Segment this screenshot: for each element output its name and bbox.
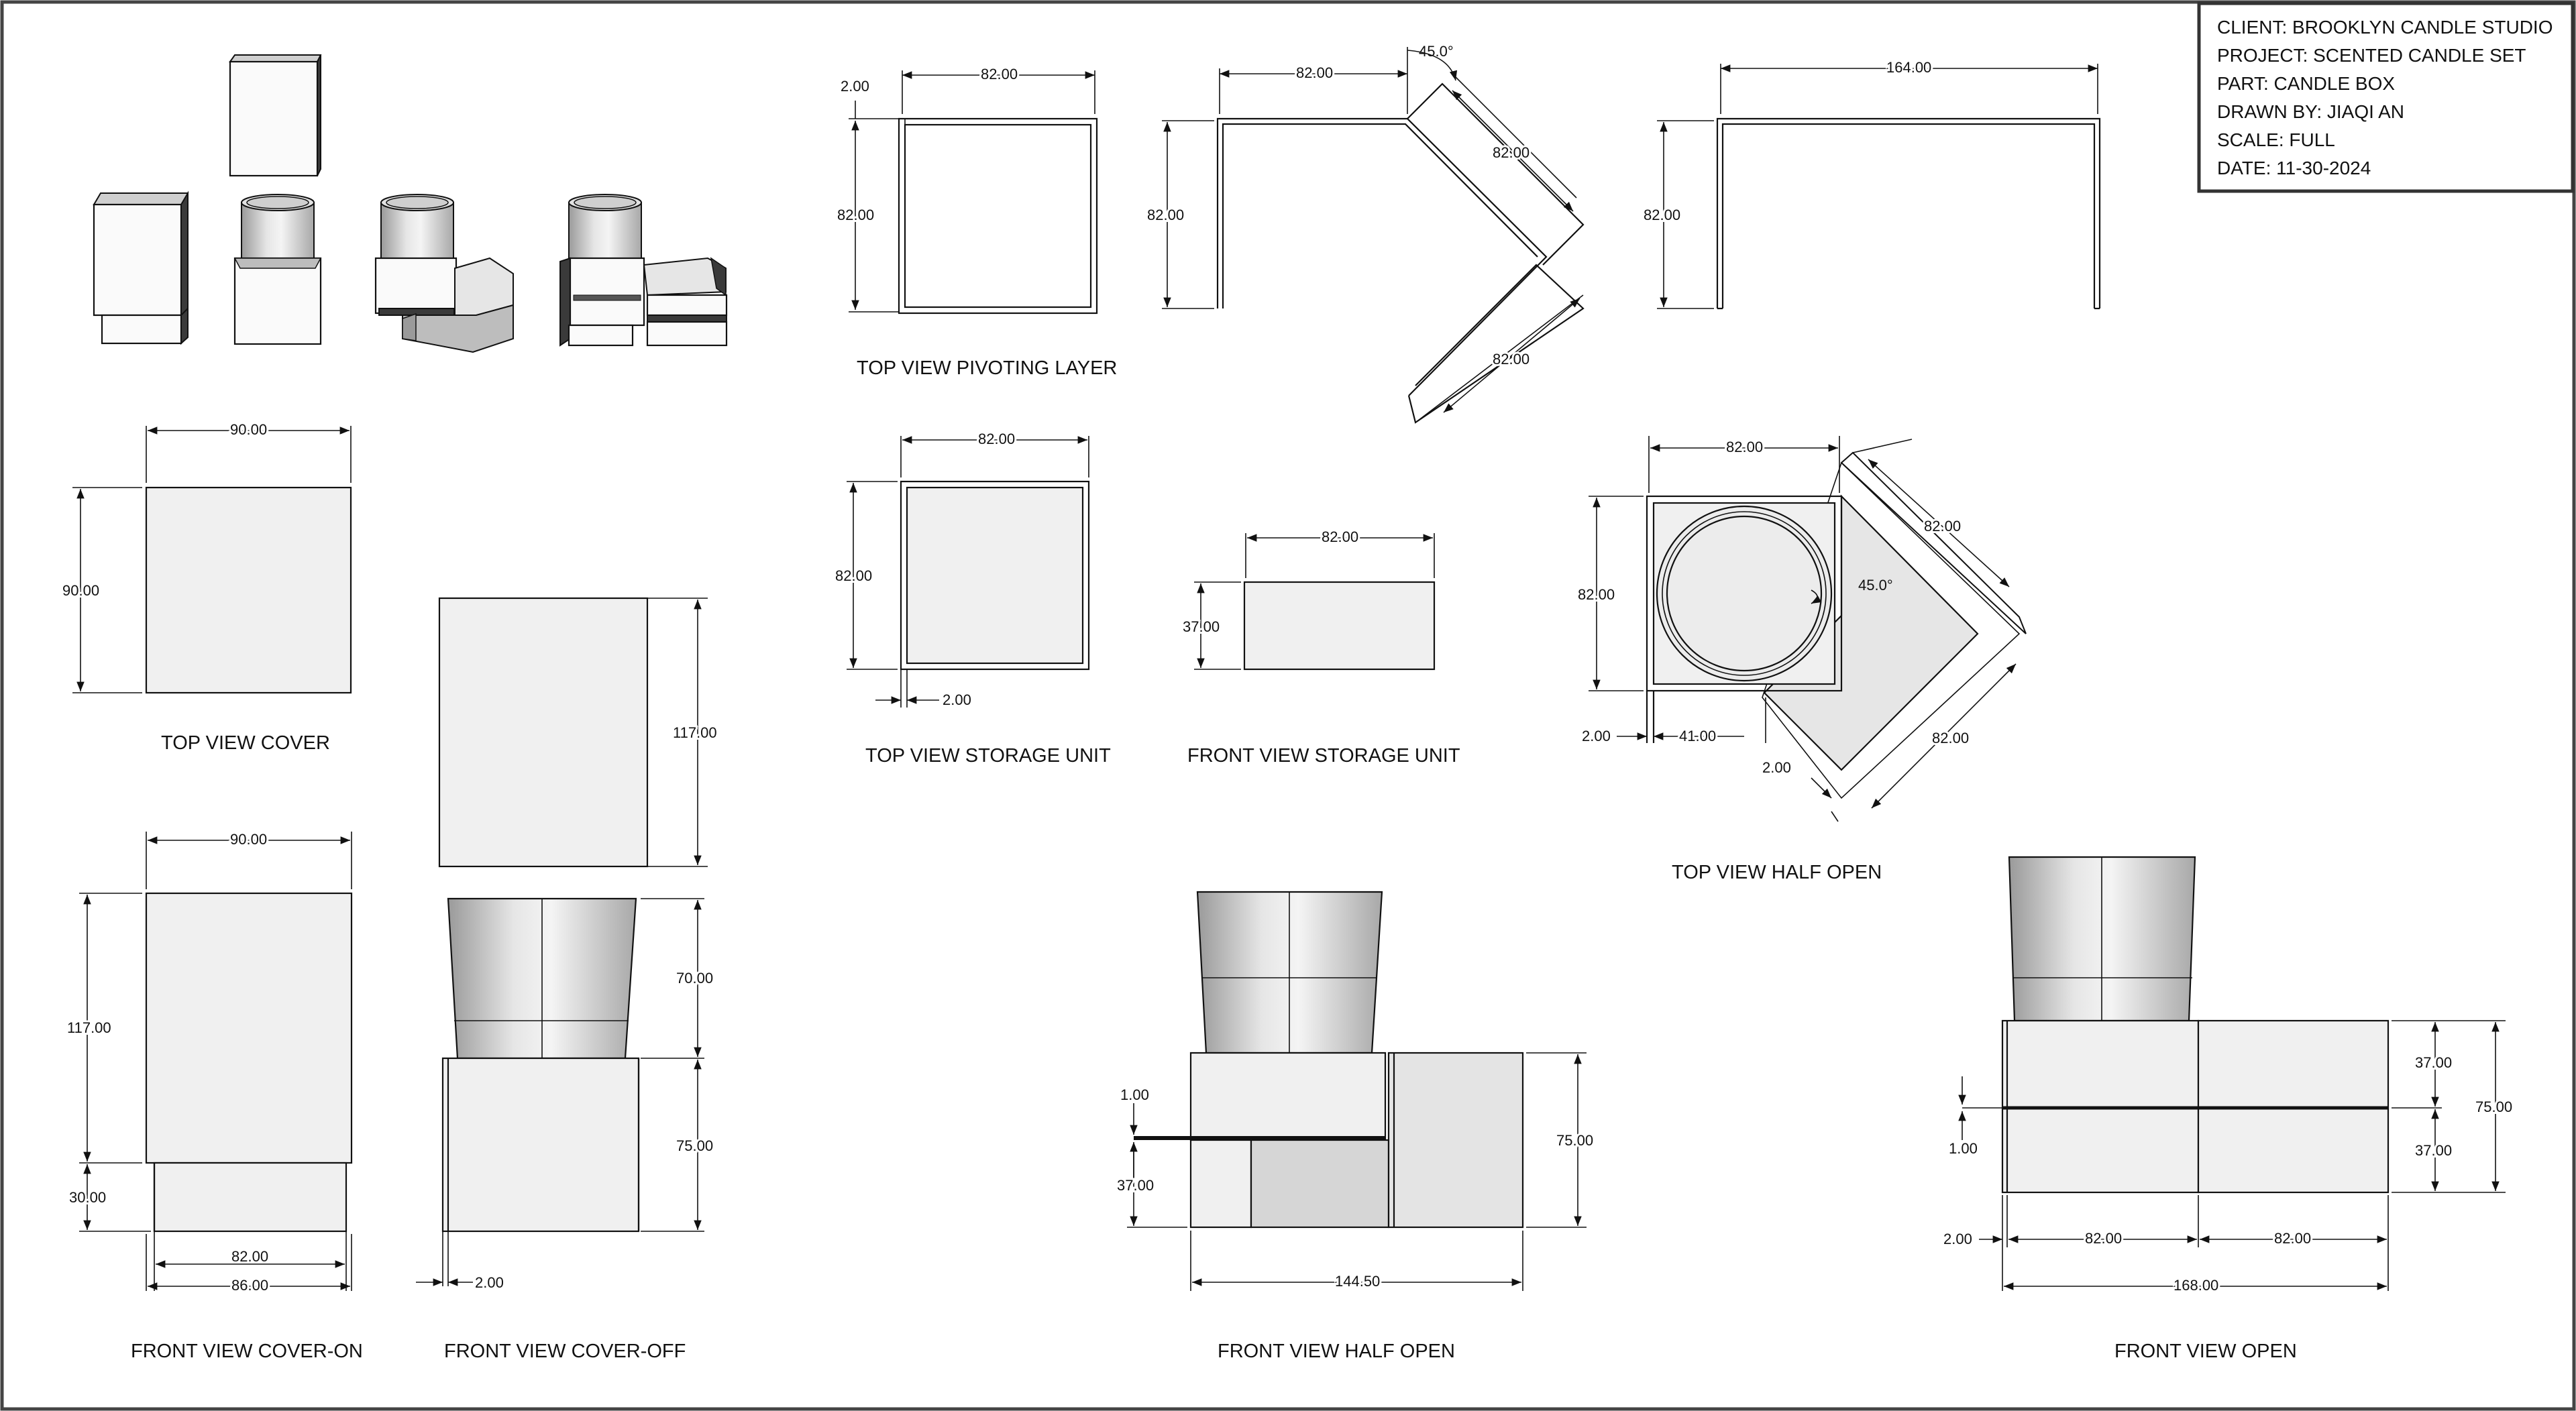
pivot-rotating-width-dim: 82.00: [1296, 64, 1333, 81]
front-view-cover-off: 2.00 70.00 75.00 FRONT VIEW COVER-OFF: [416, 897, 715, 1362]
top-view-half-open: 45.0° 82.00 82.00 82.00 82.00 2.00 41.00…: [1576, 436, 2027, 883]
open-height-dim: 75.00: [2475, 1098, 2512, 1115]
storage-top-thickness-dim: 2.00: [943, 691, 971, 708]
pivot-rotating-angle-dim: 45.0°: [1419, 43, 1454, 60]
front-view-open: 1.00 37.00 37.00 75.00 2.00 82.00 82.00 …: [1943, 856, 2514, 1362]
open-lower-dim: 37.00: [2415, 1142, 2452, 1159]
perspective-views: [93, 54, 728, 353]
half-top-diag-1-dim: 82.00: [1924, 518, 1961, 534]
title-drawn-by: DRAWN BY: JIAQI AN: [2217, 101, 2404, 122]
title-date: DATE: 11-30-2024: [2217, 158, 2371, 178]
half-top-diag-2-dim: 82.00: [1932, 730, 1969, 746]
perspective-assembled: [93, 190, 189, 345]
half-open-width-dim: 144.50: [1335, 1273, 1380, 1290]
cover-on-height-dim: 117.00: [67, 1019, 111, 1036]
half-top-thickness-2-dim: 2.00: [1762, 759, 1791, 776]
cover-on-width-dim: 90.00: [230, 831, 267, 848]
half-open-height-dim: 75.00: [1556, 1132, 1593, 1149]
pivot-rotating-diag-1-dim: 82.00: [1493, 144, 1529, 161]
top-view-cover: 90.00 90.00 TOP VIEW COVER: [60, 419, 352, 754]
perspective-open: [559, 194, 728, 347]
title-part: PART: CANDLE BOX: [2217, 73, 2395, 94]
title-block: CLIENT: BROOKLYN CANDLE STUDIO PROJECT: …: [2197, 1, 2575, 193]
cover-top-width-dim: 90.00: [230, 421, 267, 438]
pivot-square-height-dim: 82.00: [837, 207, 874, 223]
pivot-square: 82.00 2.00 82.00: [835, 64, 1098, 315]
side-view-cover: 117.00: [438, 597, 719, 868]
storage-front-height-dim: 37.00: [1183, 618, 1220, 635]
caption-front-view-cover-on: FRONT VIEW COVER-ON: [131, 1341, 363, 1362]
pivot-rotating: 82.00 82.00 45.0° 82.00 82.00: [1145, 43, 1585, 424]
front-view-cover-on: 90.00 117.00 30.00 82.00 86.00 FRONT VIE…: [65, 829, 363, 1362]
top-view-storage-unit: 82.00 82.00 2.00 TOP VIEW STORAGE UNIT: [833, 429, 1111, 767]
open-width-dim: 168.00: [2174, 1277, 2218, 1294]
front-view-storage-unit: 82.00 37.00 FRONT VIEW STORAGE UNIT: [1181, 526, 1460, 767]
pivot-open-width-dim: 164.00: [1886, 59, 1931, 76]
front-view-half-open: 1.00 37.00 75.00 144.50 FRONT VIEW HALF …: [1115, 891, 1595, 1362]
half-top-width-dim: 82.00: [1726, 439, 1763, 455]
open-thickness-dim: 1.00: [1949, 1140, 1978, 1157]
pivot-open-height-dim: 82.00: [1644, 207, 1680, 223]
cover-off-candle-dim: 70.00: [676, 970, 713, 986]
half-top-angle-dim: 45.0°: [1858, 577, 1893, 594]
cover-on-base-dim: 30.00: [69, 1189, 106, 1206]
caption-front-view-cover-off: FRONT VIEW COVER-OFF: [444, 1341, 686, 1362]
pivot-open: 164.00 82.00: [1642, 57, 2101, 310]
caption-front-view-storage-unit: FRONT VIEW STORAGE UNIT: [1187, 745, 1460, 767]
open-upper-dim: 37.00: [2415, 1054, 2452, 1071]
caption-front-view-half-open: FRONT VIEW HALF OPEN: [1218, 1341, 1455, 1362]
half-open-layer-dim: 37.00: [1117, 1177, 1154, 1194]
cover-off-box-dim: 75.00: [676, 1137, 713, 1154]
cover-on-inner-dim: 82.00: [231, 1248, 268, 1265]
half-top-height-dim: 82.00: [1578, 586, 1615, 603]
caption-top-view-storage-unit: TOP VIEW STORAGE UNIT: [865, 745, 1111, 767]
perspective-cover-removed: [229, 54, 322, 177]
storage-top-height-dim: 82.00: [835, 567, 872, 584]
cover-off-thickness-dim: 2.00: [475, 1274, 504, 1291]
top-view-pivoting-layer: 82.00 2.00 82.00 82.00 82.00 45.0°: [835, 43, 2101, 424]
pivot-rotating-height-dim: 82.00: [1147, 207, 1184, 223]
perspective-candle-in-box: [233, 194, 322, 345]
caption-top-view-cover: TOP VIEW COVER: [161, 732, 330, 754]
half-top-thickness-1-dim: 2.00: [1582, 728, 1611, 744]
pivot-square-thickness-dim: 2.00: [841, 78, 869, 95]
cover-on-outer-dim: 86.00: [231, 1277, 268, 1294]
open-left-width-dim: 82.00: [2085, 1230, 2122, 1247]
caption-top-view-pivoting-layer: TOP VIEW PIVOTING LAYER: [857, 357, 1117, 379]
title-block-frame: [2197, 1, 2575, 193]
open-right-width-dim: 82.00: [2274, 1230, 2311, 1247]
half-top-41-dim: 41.00: [1679, 728, 1716, 744]
storage-top-width-dim: 82.00: [978, 431, 1015, 447]
perspective-half-open: [374, 194, 514, 353]
cover-top-height-dim: 90.00: [62, 582, 99, 599]
open-side-dim: 2.00: [1943, 1231, 1972, 1247]
caption-top-view-half-open: TOP VIEW HALF OPEN: [1672, 862, 1882, 883]
half-open-thickness-dim: 1.00: [1120, 1086, 1149, 1103]
pivot-square-width-dim: 82.00: [981, 66, 1018, 82]
pivot-rotating-diag-2-dim: 82.00: [1493, 351, 1529, 368]
title-scale: SCALE: FULL: [2217, 129, 2335, 150]
caption-front-view-open: FRONT VIEW OPEN: [2114, 1341, 2297, 1362]
title-client: CLIENT: BROOKLYN CANDLE STUDIO: [2217, 17, 2553, 38]
cover-side-height-dim: 117.00: [673, 724, 717, 741]
storage-front-width-dim: 82.00: [1322, 528, 1358, 545]
title-project: PROJECT: SCENTED CANDLE SET: [2217, 45, 2526, 66]
